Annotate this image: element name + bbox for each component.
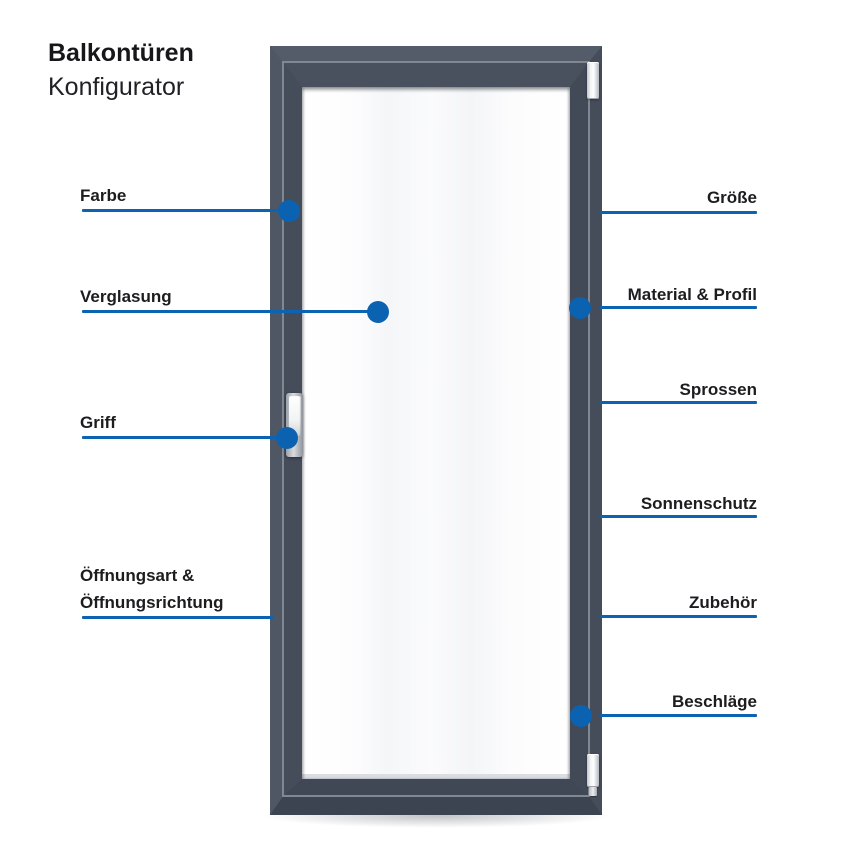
door-handle-icon xyxy=(289,396,301,436)
page-title: Balkontüren xyxy=(48,39,194,67)
callout-line-griff xyxy=(82,426,298,449)
callout-label-groesse[interactable]: Größe xyxy=(706,188,757,207)
callout-label-zubehoer[interactable]: Zubehör xyxy=(689,593,757,612)
callout-line-groesse xyxy=(600,211,757,214)
callout-line-farbe xyxy=(82,199,300,222)
callout-line-zubehoer xyxy=(600,615,757,618)
door-glass xyxy=(302,87,570,779)
callout-label-oeffnungsart[interactable]: Öffnungsart & Öffnungsrichtung xyxy=(80,566,224,612)
door-preview xyxy=(260,46,612,828)
callout-line-material-profil xyxy=(569,296,757,319)
callout-dot-icon xyxy=(276,426,298,449)
page-header: Balkontüren Konfigurator xyxy=(48,36,194,104)
callout-label-sprossen[interactable]: Sprossen xyxy=(679,380,757,399)
callout-label-farbe[interactable]: Farbe xyxy=(80,186,127,205)
callout-label-beschlaege[interactable]: Beschläge xyxy=(671,692,757,711)
callout-label-material-profil[interactable]: Material & Profil xyxy=(627,285,757,304)
door-hinge-bottom-icon xyxy=(587,754,599,796)
door-sash xyxy=(284,63,588,795)
door-outer-frame xyxy=(270,46,602,815)
callout-line-beschlaege xyxy=(570,704,757,727)
callout-dot-icon xyxy=(569,296,591,319)
callout-label-verglasung[interactable]: Verglasung xyxy=(80,287,172,306)
callout-line-oeffnungsart xyxy=(82,616,273,619)
callout-dot-icon xyxy=(278,199,300,222)
callout-dot-icon xyxy=(367,300,389,323)
page-subtitle: Konfigurator xyxy=(48,73,185,101)
callout-line-sprossen xyxy=(600,401,757,404)
callout-label-griff[interactable]: Griff xyxy=(80,413,116,432)
callout-line-verglasung xyxy=(82,300,389,323)
callout-dot-icon xyxy=(570,704,592,727)
callout-label-sonnenschutz[interactable]: Sonnenschutz xyxy=(640,494,757,513)
callout-line-sonnenschutz xyxy=(600,515,757,518)
door-hinge-top-icon xyxy=(587,62,599,99)
